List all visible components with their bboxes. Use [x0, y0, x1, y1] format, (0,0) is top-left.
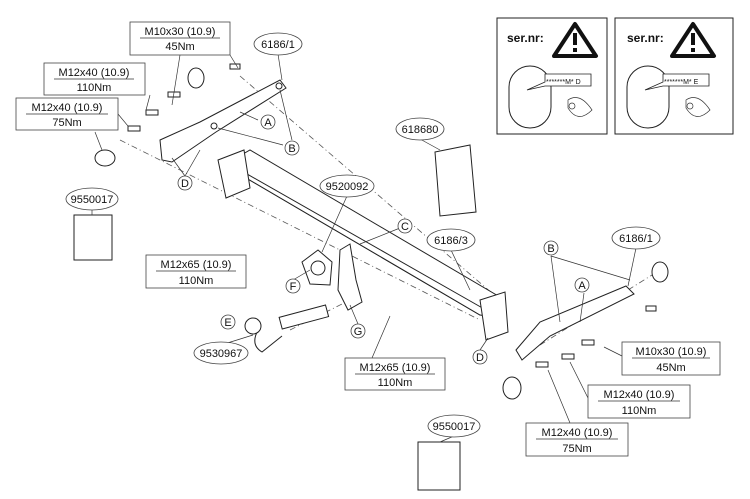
callout-d-left: D — [177, 175, 193, 191]
warning-triangle-icon — [552, 22, 598, 58]
eye-icon — [567, 97, 593, 117]
svg-text:110Nm: 110Nm — [622, 405, 657, 417]
warning-triangle-icon — [670, 22, 716, 58]
svg-text:M12x40 (10.9): M12x40 (10.9) — [542, 427, 613, 439]
spec-right-m12-upper: M12x40 (10.9) 110Nm — [587, 384, 691, 419]
serial-plate-text: *******M* E — [664, 79, 699, 86]
drop-plate — [337, 243, 363, 311]
right-bracket — [502, 261, 669, 400]
spec-left-m12-upper: M12x40 (10.9) 110Nm — [43, 62, 146, 96]
right-washer-upper — [651, 261, 669, 283]
svg-text:A: A — [264, 117, 272, 129]
part-spacer-left: 9550017 — [65, 187, 119, 211]
left-washer-lower — [94, 149, 116, 167]
svg-text:D: D — [181, 178, 189, 190]
callout-d-right: D — [472, 349, 488, 365]
part-ball: 9530967 — [193, 341, 249, 365]
left-washer-upper — [187, 67, 205, 89]
spec-left-m10: M10x30 (10.9) 45Nm — [129, 21, 231, 56]
callout-c: C — [397, 218, 413, 234]
svg-text:6186/1: 6186/1 — [261, 39, 295, 51]
right-washer-lower — [502, 376, 522, 400]
serial-label: ser.nr: — [507, 31, 544, 45]
part-sticker: 618680 — [395, 117, 445, 141]
serial-plate-text: *******M* D — [546, 79, 581, 86]
eye-icon — [685, 97, 711, 117]
warning-panel-d: ser.nr: *******M* D — [496, 17, 608, 135]
tow-ball — [244, 304, 330, 353]
svg-text:D: D — [476, 352, 484, 364]
svg-text:9530967: 9530967 — [200, 348, 243, 360]
socket-plate — [301, 249, 333, 286]
serial-label: ser.nr: — [627, 31, 664, 45]
svg-text:M10x30 (10.9): M10x30 (10.9) — [145, 26, 216, 38]
spec-left-m12-lower: M12x40 (10.9) 75Nm — [15, 97, 119, 131]
svg-text:9520092: 9520092 — [326, 181, 369, 193]
warning-panel-e: ser.nr: *******M* E — [614, 17, 734, 135]
callout-g: G — [350, 323, 366, 339]
svg-text:6186/1: 6186/1 — [619, 233, 653, 245]
spec-center-left-m12x65: M12x65 (10.9) 110Nm — [145, 254, 247, 289]
callout-e: E — [220, 314, 236, 330]
callout-f: F — [285, 278, 301, 294]
svg-text:45Nm: 45Nm — [165, 41, 194, 53]
part-spacer-bottom: 9550017 — [427, 414, 481, 438]
spec-right-m10: M10x30 (10.9) 45Nm — [621, 341, 721, 376]
crossbar — [217, 149, 509, 341]
svg-text:B: B — [288, 143, 295, 155]
part-left-bracket: 6186/1 — [253, 32, 303, 56]
svg-text:M12x65 (10.9): M12x65 (10.9) — [161, 259, 232, 271]
svg-text:M10x30 (10.9): M10x30 (10.9) — [636, 346, 707, 358]
callout-b-left: B — [284, 140, 300, 156]
svg-text:C: C — [401, 221, 409, 233]
svg-text:9550017: 9550017 — [433, 421, 476, 433]
callout-a-right: A — [574, 277, 590, 293]
svg-text:75Nm: 75Nm — [562, 443, 591, 455]
svg-text:M12x40 (10.9): M12x40 (10.9) — [604, 389, 675, 401]
svg-text:E: E — [224, 317, 231, 329]
callout-a-left: A — [260, 114, 276, 130]
svg-text:B: B — [547, 243, 554, 255]
svg-text:75Nm: 75Nm — [52, 117, 81, 129]
svg-text:F: F — [290, 281, 297, 293]
svg-text:110Nm: 110Nm — [378, 377, 413, 389]
svg-text:G: G — [354, 326, 363, 338]
sticker-plate — [434, 144, 477, 217]
spacer-block-bottom — [417, 441, 461, 491]
svg-text:6186/3: 6186/3 — [434, 235, 468, 247]
part-right-bracket: 6186/1 — [611, 226, 661, 250]
spec-right-m12-lower: M12x40 (10.9) 75Nm — [525, 422, 629, 457]
part-crossbar: 6186/3 — [426, 228, 476, 252]
svg-text:9550017: 9550017 — [71, 194, 114, 206]
svg-text:M12x65 (10.9): M12x65 (10.9) — [360, 362, 431, 374]
svg-text:110Nm: 110Nm — [179, 275, 214, 287]
spacer-block-left — [73, 214, 113, 261]
svg-text:M12x40 (10.9): M12x40 (10.9) — [59, 67, 130, 79]
svg-text:45Nm: 45Nm — [656, 362, 685, 374]
svg-text:618680: 618680 — [402, 124, 439, 136]
part-socket-plate: 9520092 — [319, 174, 375, 198]
svg-text:A: A — [578, 280, 586, 292]
svg-text:M12x40 (10.9): M12x40 (10.9) — [32, 102, 103, 114]
svg-text:110Nm: 110Nm — [77, 82, 112, 94]
callout-b-right: B — [543, 240, 559, 256]
spec-center-m12x65: M12x65 (10.9) 110Nm — [344, 357, 446, 391]
